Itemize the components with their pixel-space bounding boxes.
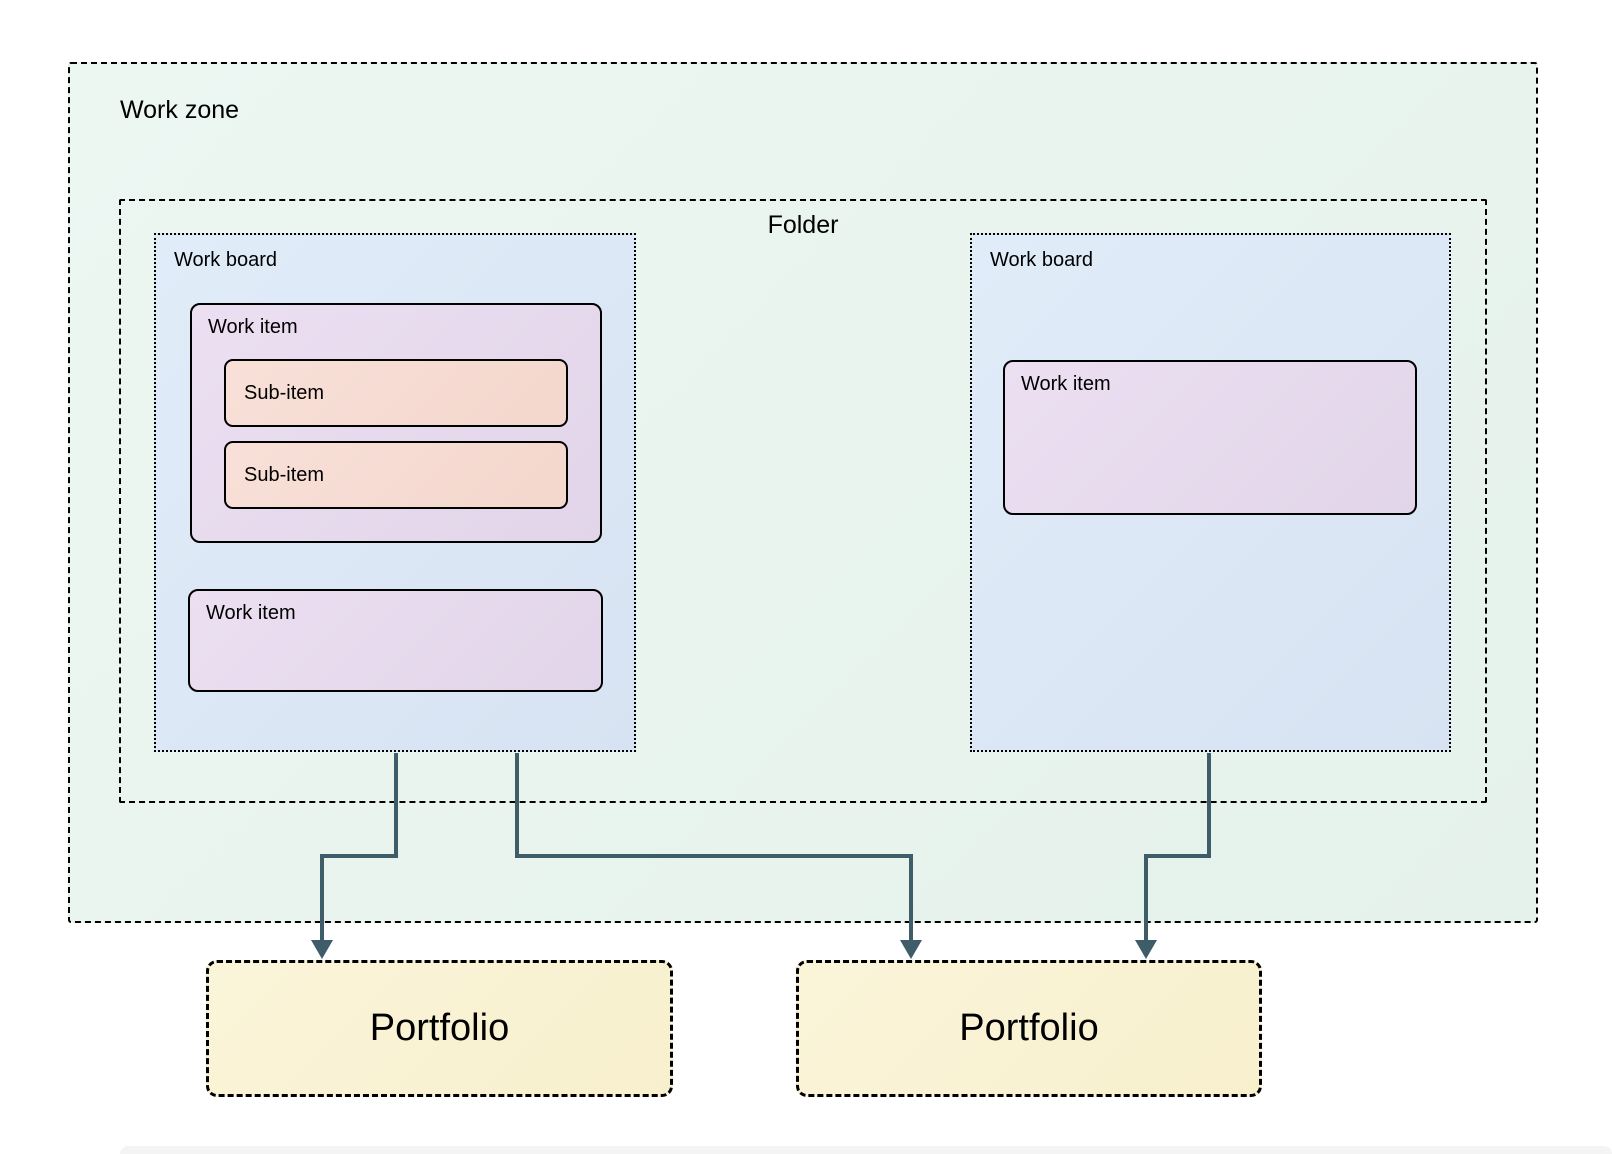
work-item-label: Work item [206,602,296,624]
work-zone-label: Work zone [120,96,240,124]
folder-label: Folder [767,211,839,239]
sub-item-label: Sub-item [244,464,325,486]
sub-item-1[interactable]: Sub-item [224,359,568,427]
work-item-label: Work item [1021,373,1111,395]
sub-item-2[interactable]: Sub-item [224,441,568,509]
work-board-label: Work board [174,249,278,271]
portfolio-1[interactable]: Portfolio [206,960,673,1097]
work-board-label: Work board [990,249,1094,271]
arrowhead-down-icon [311,940,333,959]
bottom-window-edge [120,1146,1612,1154]
arrowhead-down-icon [1135,940,1157,959]
work-item-2[interactable]: Work item [188,589,603,692]
portfolio-label: Portfolio [369,1006,510,1049]
work-item-right[interactable]: Work item [1003,360,1417,515]
portfolio-2[interactable]: Portfolio [796,960,1262,1097]
portfolio-label: Portfolio [959,1006,1099,1049]
sub-item-label: Sub-item [244,382,325,404]
arrowhead-down-icon [900,940,922,959]
work-item-label: Work item [208,316,298,338]
